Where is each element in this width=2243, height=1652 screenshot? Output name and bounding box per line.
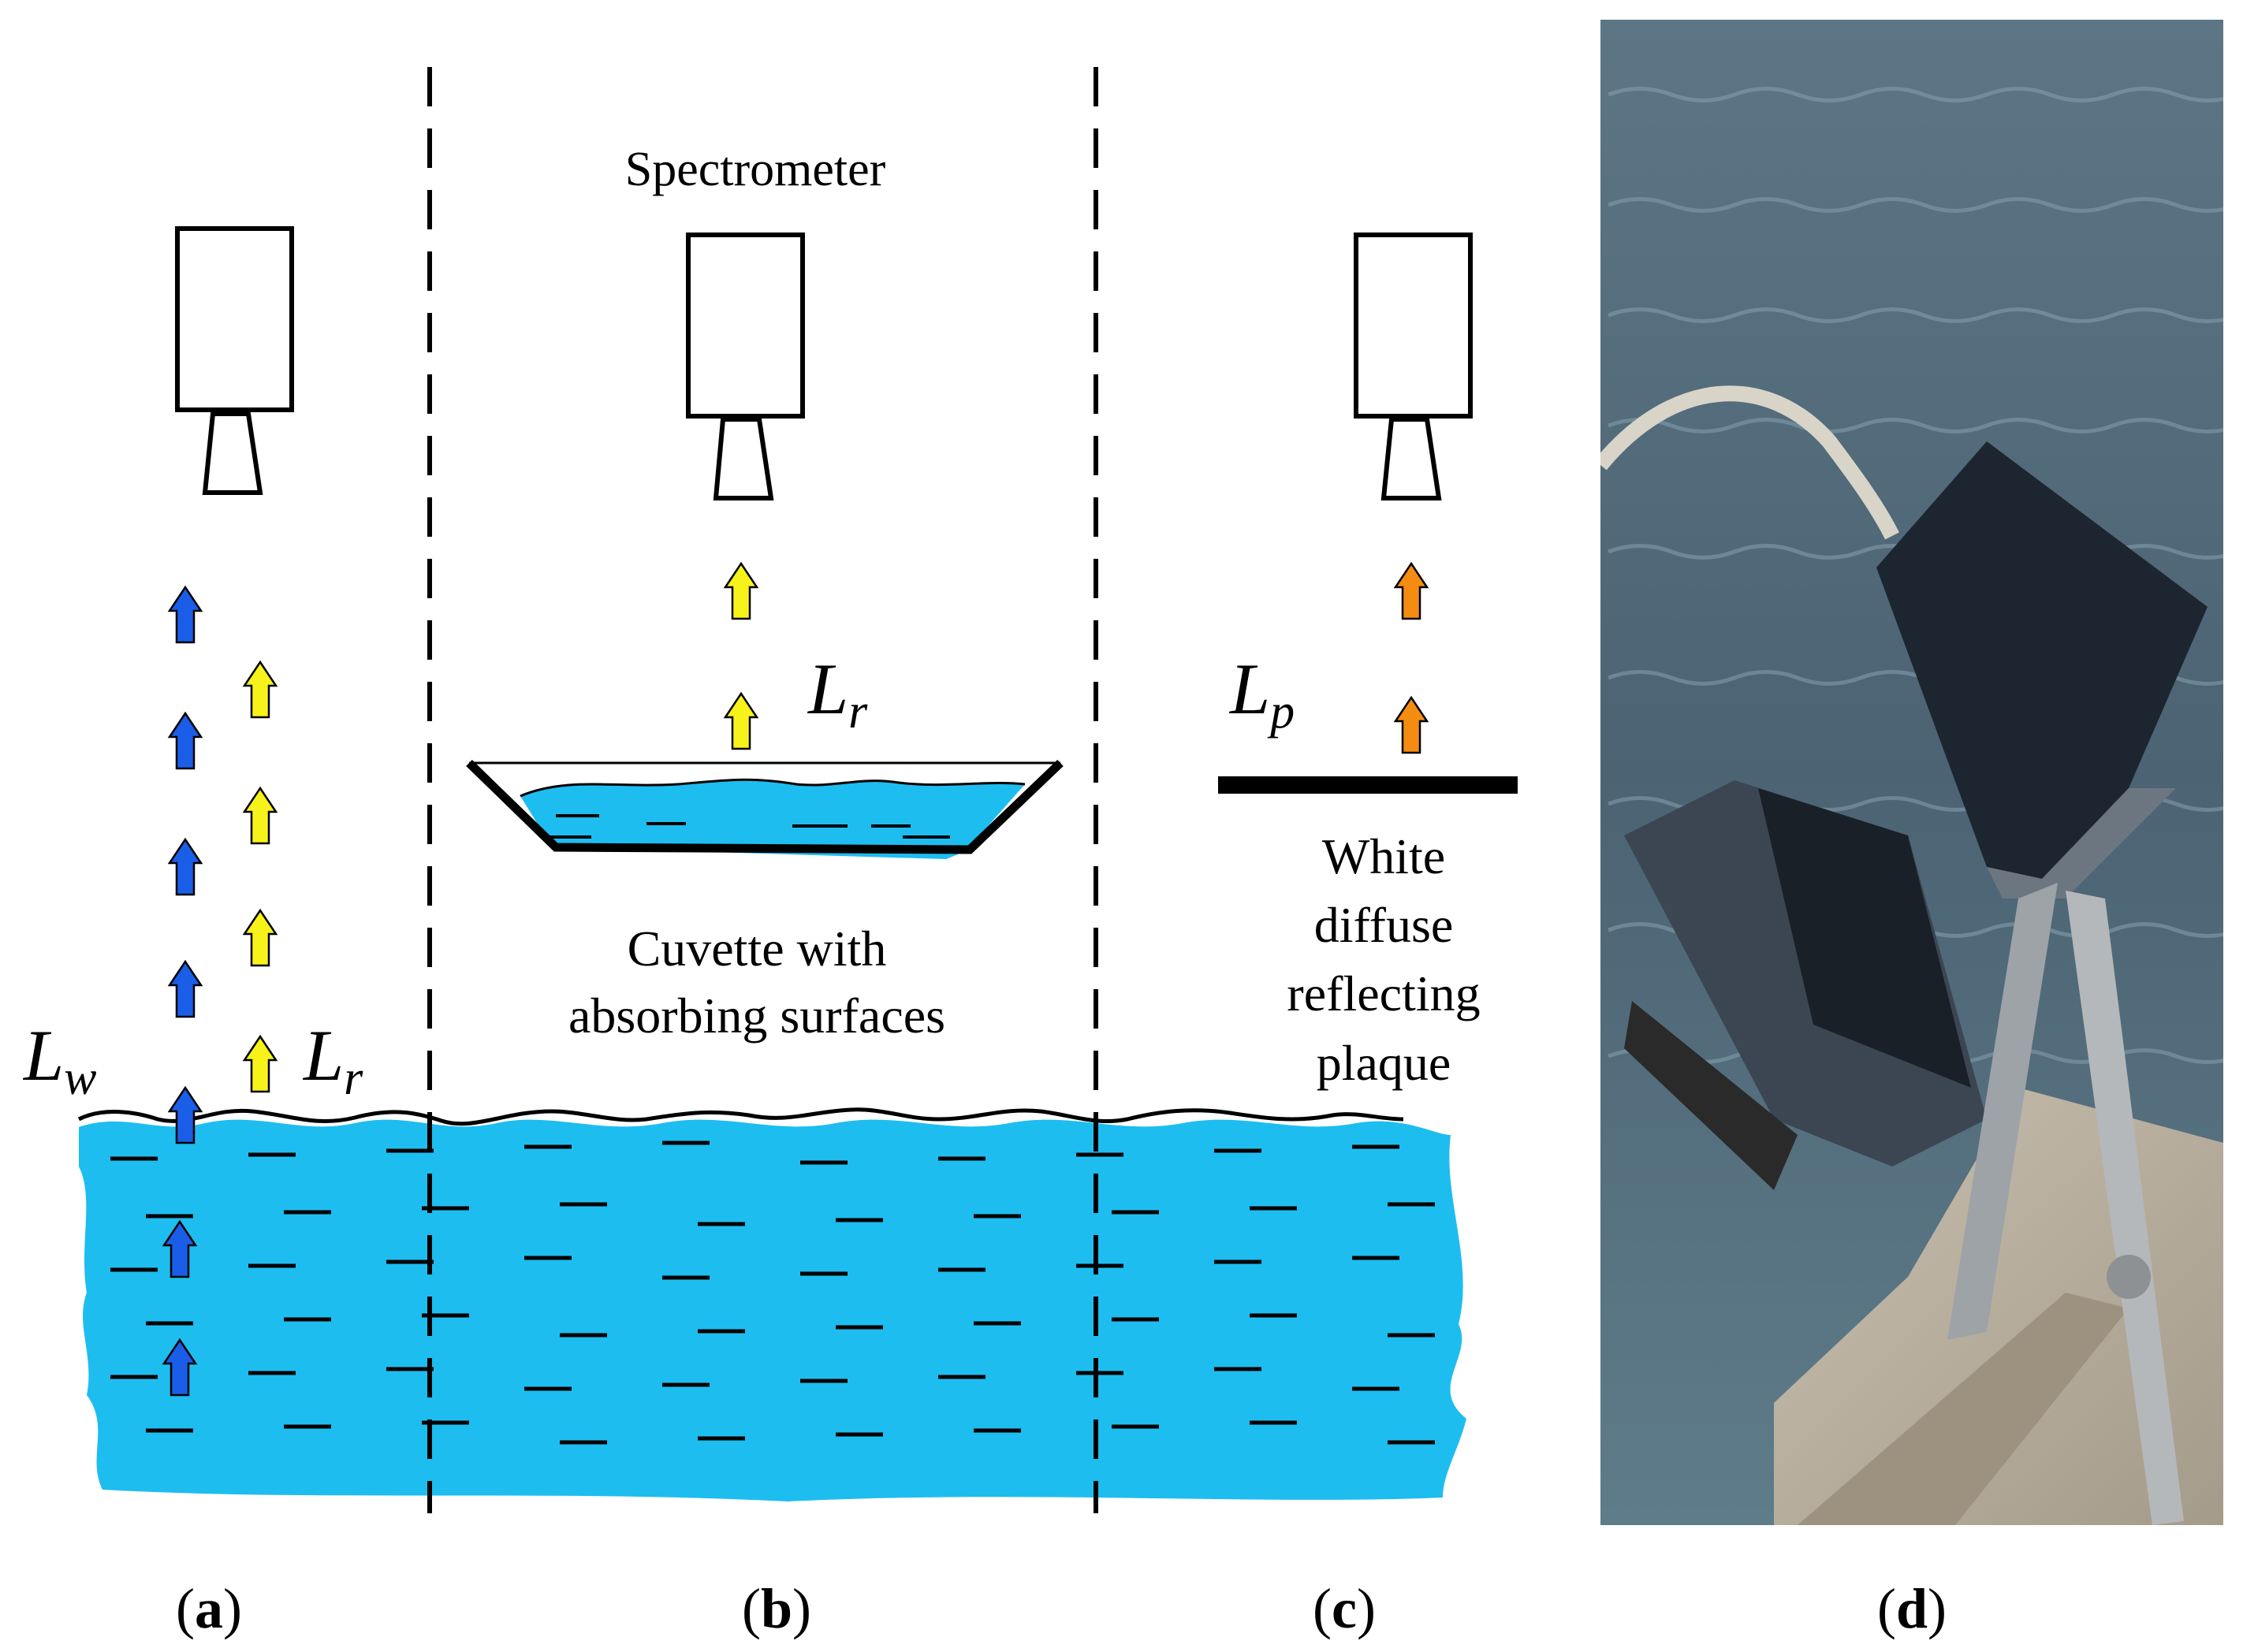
photo-bolt bbox=[2107, 1255, 2151, 1299]
caption-d: (d) bbox=[1877, 1577, 1947, 1640]
arrows-orange-c bbox=[1394, 562, 1429, 754]
arrow-blue-4 bbox=[168, 960, 203, 1018]
white-plaque bbox=[1218, 776, 1518, 794]
cuvette-label-line1: Cuvette with bbox=[628, 921, 887, 977]
water-dashes bbox=[110, 1140, 1435, 1445]
photo-dock-plank bbox=[1798, 1293, 2129, 1525]
photo-cuvette-inside bbox=[1758, 788, 1971, 1088]
cuvette-walls bbox=[466, 760, 1064, 854]
cuvette-label-line2: absorbing surfaces bbox=[568, 988, 945, 1044]
arrow-blue-1 bbox=[168, 586, 203, 644]
arrow-yellow-b-1 bbox=[724, 562, 758, 620]
arrows-yellow-b bbox=[724, 562, 758, 750]
spectrometer-c-lens bbox=[1380, 417, 1442, 500]
spectrometer-c-body bbox=[1354, 233, 1473, 419]
lw-label: Lw bbox=[22, 1015, 97, 1105]
arrow-yellow-b-2 bbox=[724, 692, 758, 750]
arrow-yellow-a-4 bbox=[243, 1035, 278, 1093]
plaque-label-line3: reflecting bbox=[1287, 966, 1480, 1021]
photo-panel-d bbox=[1600, 20, 2223, 1525]
arrows-yellow-a bbox=[243, 660, 278, 1093]
photo-cable bbox=[1600, 385, 1899, 540]
cuvette-water-surface bbox=[520, 778, 1026, 798]
arrow-blue-2 bbox=[168, 712, 203, 770]
spectrometer-b-body bbox=[686, 233, 805, 419]
cuvette bbox=[466, 760, 1064, 859]
spectrometer-b-lens bbox=[713, 417, 774, 500]
photo-spectrometer-box bbox=[1876, 441, 2208, 879]
water-body bbox=[79, 1119, 1466, 1501]
plaque-label-line4: plaque bbox=[1317, 1035, 1451, 1091]
spectrometer-b bbox=[686, 233, 805, 500]
caption-b: (b) bbox=[742, 1577, 811, 1640]
arrow-orange-c-1 bbox=[1394, 562, 1429, 620]
arrow-yellow-a-2 bbox=[243, 787, 278, 845]
spectrometer-a bbox=[175, 226, 294, 495]
spectrometer-a-body bbox=[175, 226, 294, 412]
photo-wrench bbox=[2066, 891, 2184, 1525]
lp-label-c: Lp bbox=[1228, 649, 1295, 739]
photo-cuvette-base bbox=[1624, 1001, 1798, 1190]
caption-a: (a) bbox=[176, 1577, 242, 1640]
photo-stand bbox=[1947, 883, 2058, 1340]
arrow-yellow-a-3 bbox=[243, 909, 278, 967]
lr-label-b: Lr bbox=[807, 649, 868, 739]
arrow-blue-3 bbox=[168, 838, 203, 896]
cuvette-water bbox=[520, 779, 1025, 859]
water-surface-line bbox=[77, 1107, 1404, 1126]
arrow-orange-c-2 bbox=[1394, 696, 1429, 754]
spectrometer-label: Spectrometer bbox=[625, 143, 886, 196]
photo-spectrometer-side bbox=[1987, 788, 2176, 899]
arrow-yellow-a-1 bbox=[243, 660, 278, 719]
lr-label-a: Lr bbox=[302, 1015, 363, 1105]
cuvette-dashes bbox=[548, 814, 950, 839]
spectrometer-a-lens bbox=[202, 411, 263, 495]
caption-c: (c) bbox=[1313, 1577, 1376, 1640]
plaque-label-line1: White bbox=[1322, 828, 1445, 884]
plaque-label-line2: diffuse bbox=[1314, 897, 1454, 953]
spectrometer-c bbox=[1354, 233, 1473, 500]
